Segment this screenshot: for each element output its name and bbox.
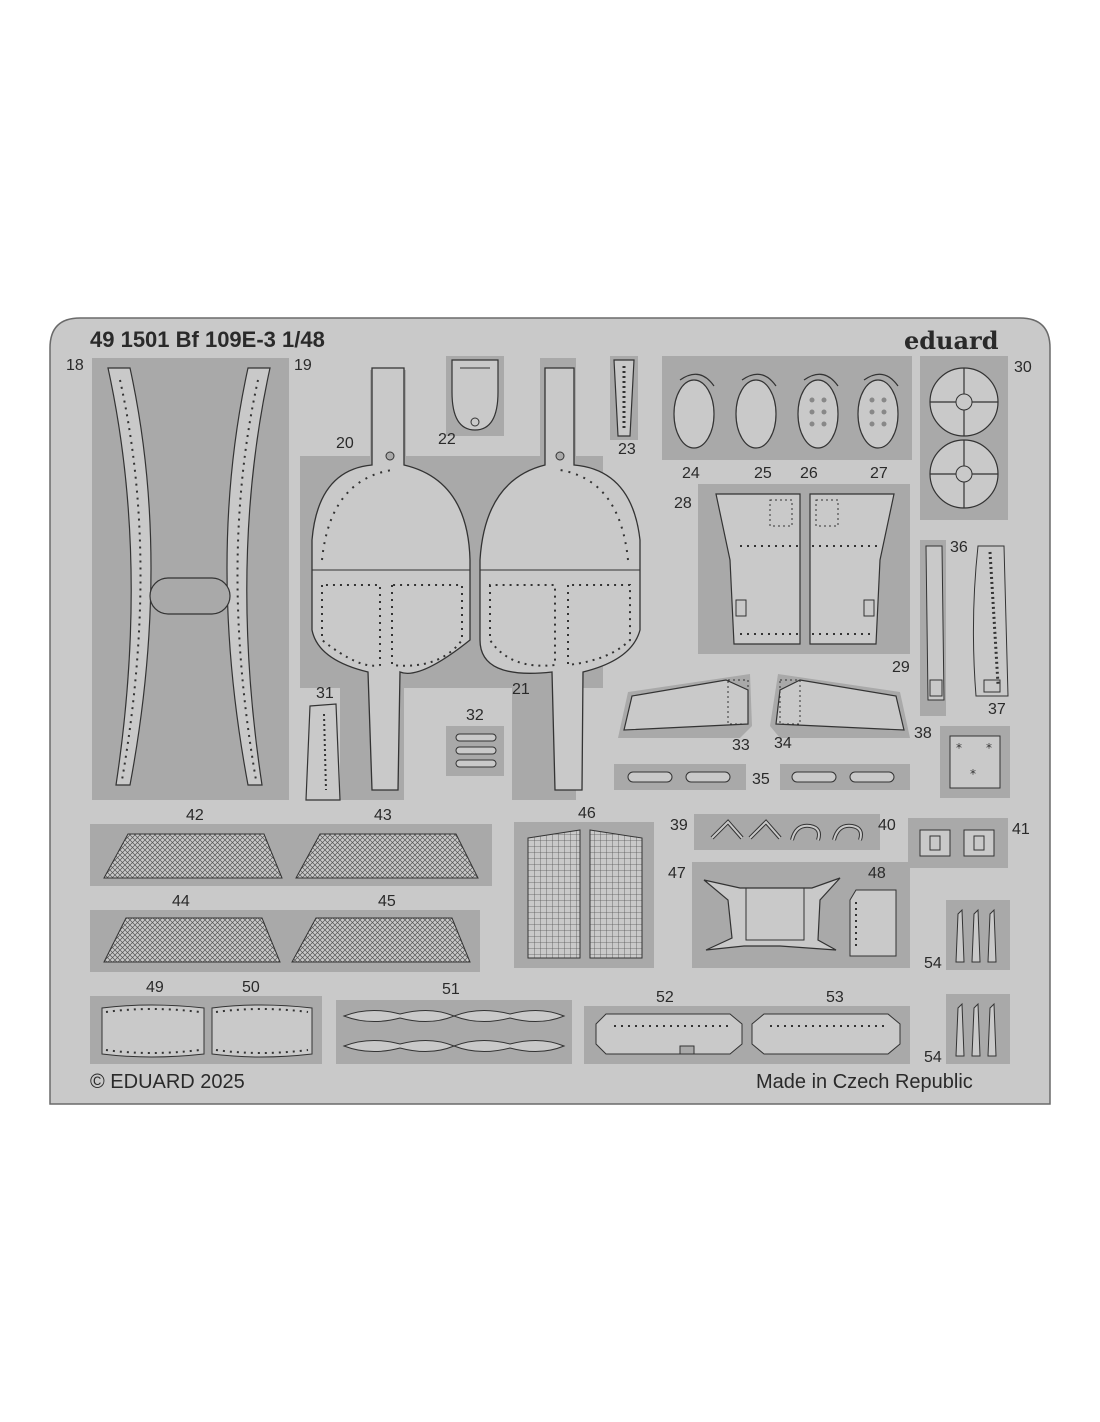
part-36-37-group (920, 540, 1009, 716)
svg-text:*: * (970, 767, 976, 781)
label-27: 27 (870, 465, 888, 482)
label-21: 21 (512, 681, 530, 698)
part-39-40-group (694, 814, 880, 850)
brand-logo: eduard (904, 326, 999, 355)
label-20: 20 (336, 435, 354, 452)
label-47: 47 (668, 865, 686, 882)
origin-text: Made in Czech Republic (756, 1071, 973, 1093)
label-35: 35 (752, 771, 770, 788)
label-18: 18 (66, 357, 84, 374)
label-36: 36 (950, 539, 968, 556)
label-50: 50 (242, 979, 260, 996)
sheet-title: 49 1501 Bf 109E-3 1/48 (90, 327, 325, 352)
label-23: 23 (618, 441, 636, 458)
part-28-29-group (698, 484, 910, 654)
label-26: 26 (800, 465, 818, 482)
label-48: 48 (868, 865, 886, 882)
label-43: 43 (374, 807, 392, 824)
part-18-19-group (92, 358, 289, 800)
part-31 (305, 703, 341, 801)
label-19: 19 (294, 357, 312, 374)
part-54-bottom (946, 994, 1010, 1064)
label-44: 44 (172, 893, 190, 910)
part-42-43-group (90, 824, 492, 886)
part-33-34-group (618, 674, 910, 738)
label-51: 51 (442, 981, 460, 998)
copyright-text: © EDUARD 2025 (90, 1071, 245, 1093)
label-29: 29 (892, 659, 910, 676)
label-39: 39 (670, 817, 688, 834)
label-31: 31 (316, 685, 334, 702)
label-45: 45 (378, 893, 396, 910)
part-24-27-group (662, 356, 912, 460)
label-38: 38 (914, 725, 932, 742)
part-30 (920, 356, 1008, 520)
part-22 (446, 356, 504, 436)
label-40: 40 (878, 817, 896, 834)
label-46: 46 (578, 805, 596, 822)
label-53: 53 (826, 989, 844, 1006)
label-25: 25 (754, 465, 772, 482)
part-52-53-group (584, 1006, 910, 1064)
label-54-top: 54 (924, 955, 942, 972)
part-44-45-group (90, 910, 480, 972)
label-54-bottom: 54 (924, 1049, 942, 1066)
part-49-50-group (90, 996, 322, 1064)
label-37: 37 (988, 701, 1006, 718)
svg-text:*: * (956, 741, 962, 755)
label-22: 22 (438, 431, 456, 448)
label-42: 42 (186, 807, 204, 824)
part-32 (446, 726, 504, 776)
part-41 (908, 818, 1008, 868)
label-34: 34 (774, 735, 792, 752)
label-49: 49 (146, 979, 164, 996)
part-47-48-group (692, 862, 910, 968)
part-46 (514, 822, 654, 968)
part-23 (610, 356, 638, 440)
part-54-top (946, 900, 1010, 970)
label-41: 41 (1012, 821, 1030, 838)
label-30: 30 (1014, 359, 1032, 376)
part-20-21-group (300, 358, 641, 800)
part-38: * * * (940, 726, 1010, 798)
label-24: 24 (682, 465, 700, 482)
svg-text:*: * (986, 741, 992, 755)
part-51 (336, 1000, 572, 1064)
part-35 (614, 764, 910, 790)
label-32: 32 (466, 707, 484, 724)
label-33: 33 (732, 737, 750, 754)
label-52: 52 (656, 989, 674, 1006)
part-number-labels: 18 19 20 21 22 23 24 25 26 27 28 29 30 3… (66, 357, 1032, 1066)
label-28: 28 (674, 495, 692, 512)
